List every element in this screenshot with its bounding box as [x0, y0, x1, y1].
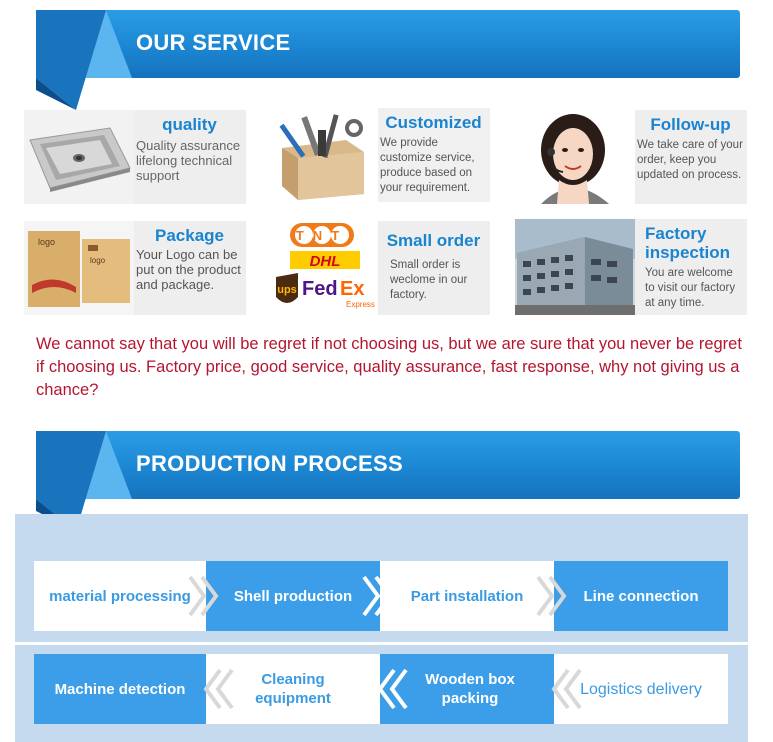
service-text: quality Quality assurance lifelong techn… — [134, 110, 246, 204]
process-row-2: Machine detection Cleaning equipment Woo… — [34, 654, 728, 724]
our-service-banner: OUR SERVICE — [36, 10, 740, 110]
process-step-machine-detection: Machine detection — [34, 654, 206, 724]
factory-building-icon — [515, 219, 635, 315]
production-process-title: PRODUCTION PROCESS — [136, 451, 403, 476]
process-step-label: Line connection — [583, 587, 699, 605]
service-card-customized: Customized We provide customize service,… — [268, 108, 490, 202]
service-card-package: logo logo Package Your Logo can be put o… — [24, 221, 246, 315]
service-text: Factory inspection You are welcome to vi… — [635, 219, 747, 315]
service-description: Small order is weclome in our factory. — [390, 259, 468, 301]
ups-logo-text: ups — [277, 284, 297, 296]
service-description: We provide customize service, produce ba… — [380, 137, 475, 194]
dhl-logo-text: DHL — [310, 253, 341, 270]
fedex-ex-text: Ex — [340, 278, 364, 300]
service-title: Follow-up — [650, 115, 731, 134]
courier-logos-icon: TNT DHL ups Fed Ex Express — [268, 221, 378, 315]
sink-icon — [24, 110, 134, 204]
fedex-fed-text: Fed — [302, 278, 338, 300]
process-step-label: Logistics delivery — [580, 680, 702, 698]
chevron-left-icon — [377, 668, 408, 710]
statement-paragraph: We cannot say that you will be regret if… — [36, 335, 742, 399]
service-text: Small order Small order is weclome in ou… — [378, 221, 490, 315]
chevron-right-icon — [536, 575, 567, 617]
process-step-part-installation: Part installation — [380, 561, 554, 631]
box-logo-label: logo — [90, 256, 106, 265]
service-text: Customized We provide customize service,… — [378, 108, 490, 202]
process-step-wooden-box-packing: Wooden box packing — [380, 654, 554, 724]
service-card-follow-up: Follow-up We take care of your order, ke… — [515, 110, 747, 204]
tnt-logo-text: TNT — [296, 228, 348, 243]
service-card-small-order: TNT DHL ups Fed Ex Express Small order S… — [268, 221, 490, 315]
banner-bar — [36, 431, 740, 499]
service-text: Package Your Logo can be put on the prod… — [134, 221, 246, 315]
service-text: Follow-up We take care of your order, ke… — [635, 110, 747, 204]
service-title: Package — [155, 226, 224, 245]
production-process-banner: PRODUCTION PROCESS — [36, 431, 740, 531]
process-step-shell-production: Shell production — [206, 561, 380, 631]
process-step-label: Shell production — [233, 587, 353, 605]
process-step-label: material processing — [49, 587, 191, 605]
service-card-quality: quality Quality assurance lifelong techn… — [24, 110, 246, 204]
chevron-right-icon — [188, 575, 219, 617]
fedex-express-text: Express — [346, 300, 375, 309]
chevron-left-icon — [203, 668, 234, 710]
banner-fold-icon — [36, 10, 132, 110]
process-step-label: Wooden box packing — [425, 671, 515, 707]
process-step-logistics-delivery: Logistics delivery — [554, 654, 728, 724]
service-title: Customized — [385, 113, 482, 132]
service-description: We take care of your order, keep you upd… — [637, 139, 743, 181]
service-title: quality — [162, 115, 217, 134]
process-step-label: Part installation — [410, 587, 524, 605]
support-agent-icon — [515, 110, 635, 204]
process-step-material-processing: material processing — [34, 561, 206, 631]
process-panel-row-2: Machine detection Cleaning equipment Woo… — [15, 645, 748, 742]
process-step-cleaning-equipment: Cleaning equipment — [206, 654, 380, 724]
chevron-right-icon — [362, 575, 393, 617]
banner-bar — [36, 10, 740, 78]
process-row-1: material processing Shell production Par… — [34, 561, 728, 631]
package-box-icon: logo logo — [24, 221, 134, 315]
process-panel-row-1: material processing Shell production Par… — [15, 514, 748, 642]
service-description: Your Logo can be put on the product and … — [136, 247, 241, 292]
service-title: Small order — [386, 231, 481, 250]
chevron-left-icon — [551, 668, 582, 710]
service-title: Factory inspection — [645, 224, 731, 262]
toolbox-icon — [268, 108, 378, 202]
service-card-factory-inspection: Factory inspection You are welcome to vi… — [515, 219, 747, 315]
our-service-title: OUR SERVICE — [136, 30, 291, 55]
service-description: Quality assurance lifelong technical sup… — [136, 138, 241, 183]
process-step-label: Machine detection — [54, 680, 186, 698]
service-description: You are welcome to visit our factory at … — [645, 267, 736, 309]
process-step-line-connection: Line connection — [554, 561, 728, 631]
box-logo-label: logo — [38, 237, 55, 247]
process-step-label: Cleaning equipment — [255, 671, 331, 707]
